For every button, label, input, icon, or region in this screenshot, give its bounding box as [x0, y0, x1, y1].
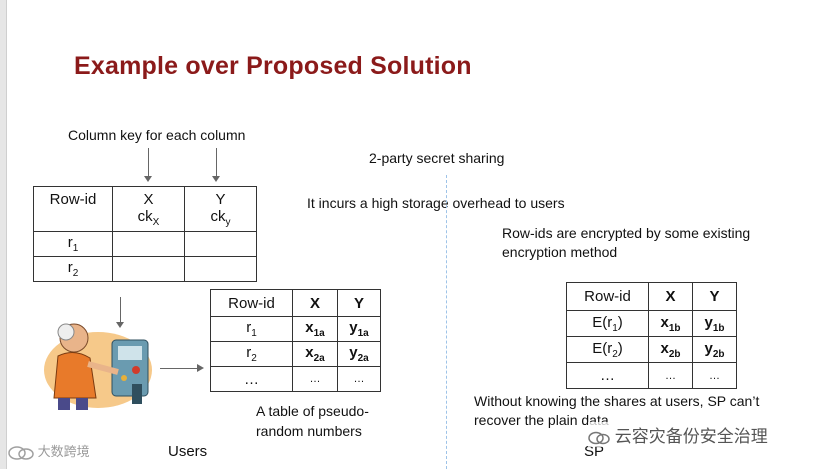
rowid-encryption-label-2: encryption method [502, 244, 618, 260]
y-share-cell: y2b [692, 336, 737, 363]
sp-conclusion-line-1: Without knowing the shares at users, SP … [474, 393, 760, 409]
pseudo-table-caption-1: A table of pseudo- [256, 403, 369, 419]
ellipsis-cell: … [337, 366, 381, 392]
header-x: X [648, 282, 693, 311]
empty-cell [112, 256, 185, 282]
arrow-to-y-column [216, 148, 217, 176]
users-sp-divider [446, 175, 447, 469]
users-illustration-icon [44, 323, 152, 410]
encrypted-row-id-cell: E(r1) [566, 310, 649, 337]
empty-cell [112, 231, 185, 257]
ellipsis-cell: … [566, 362, 649, 389]
empty-cell [184, 231, 257, 257]
y-share-cell: y1b [692, 310, 737, 337]
x-share-cell: x1a [292, 316, 338, 342]
ellipsis-cell: … [648, 362, 693, 389]
arrow-head-pseudo [197, 364, 204, 372]
header-y: Y [692, 282, 737, 311]
header-row-id: Row-id [210, 289, 293, 317]
header-row-id: Row-id [566, 282, 649, 311]
sp-encrypted-table: Row-id X Y E(r1) x1b y1b E(r2) x2b y2b …… [566, 282, 737, 389]
slide-title: Example over Proposed Solution [74, 52, 472, 80]
wechat-logo-icon [588, 431, 610, 444]
header-x: X ckX [112, 186, 185, 232]
row-id-cell: r2 [210, 341, 293, 367]
slide-left-edge [0, 0, 7, 469]
x-share-cell: x2a [292, 341, 338, 367]
watermark-right: 云容灾备份安全治理 [588, 422, 768, 447]
secret-sharing-label: 2-party secret sharing [369, 150, 505, 166]
arrow-to-pseudo-table [160, 368, 198, 369]
y-share-cell: y1a [337, 316, 381, 342]
users-label: Users [168, 443, 208, 460]
x-share-cell: x2b [648, 336, 693, 363]
wechat-logo-icon [8, 445, 34, 460]
arrow-to-users [120, 297, 121, 323]
arrow-head-users [116, 322, 124, 328]
row-id-cell: r2 [33, 256, 113, 282]
arrow-head-x [144, 176, 152, 182]
sp-label: SP [584, 443, 605, 460]
ellipsis-cell: … [292, 366, 338, 392]
row-id-cell: r1 [210, 316, 293, 342]
row-id-cell: r1 [33, 231, 113, 257]
header-y: Y [337, 289, 381, 317]
column-key-label: Column key for each column [68, 127, 246, 143]
y-share-cell: y2a [337, 341, 381, 367]
sp-conclusion-line-2: recover the plain data [474, 412, 609, 428]
empty-cell [184, 256, 257, 282]
header-y: Y cky [184, 186, 257, 232]
rowid-encryption-label-1: Row-ids are encrypted by some existing [502, 225, 751, 241]
encrypted-row-id-cell: E(r2) [566, 336, 649, 363]
ellipsis-cell: … [692, 362, 737, 389]
header-row-id: Row-id [33, 186, 113, 232]
pseudo-table-caption-2: random numbers [256, 423, 362, 439]
ellipsis-cell: … [210, 366, 293, 392]
watermark-left: 大数跨境 [8, 441, 90, 461]
storage-overhead-label: It incurs a high storage overhead to use… [307, 195, 565, 211]
column-key-table: Row-id X ckX Y cky r1 r2 [33, 186, 257, 282]
x-share-cell: x1b [648, 310, 693, 337]
pseudo-random-table: Row-id X Y r1 x1a y1a r2 x2a y2a … … … [210, 289, 381, 392]
arrow-to-x-column [148, 148, 149, 176]
arrow-head-y [212, 176, 220, 182]
header-x: X [292, 289, 338, 317]
